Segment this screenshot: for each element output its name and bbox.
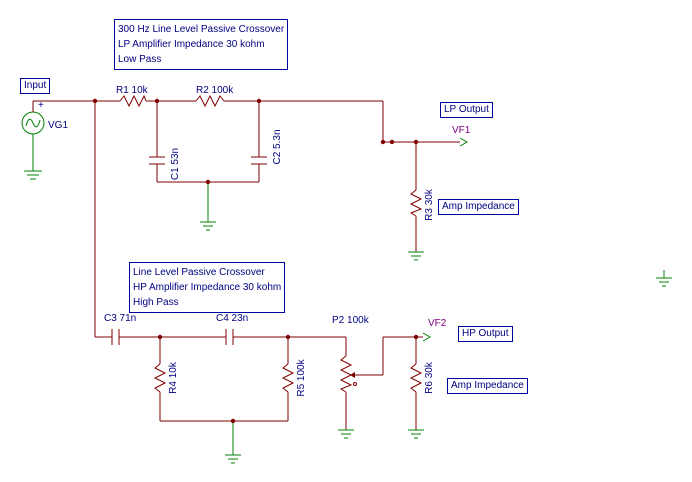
lowpass-note-line: Low Pass (118, 54, 162, 65)
r1-label: R1 10k (116, 85, 149, 96)
lp-wires (224, 100, 460, 252)
highpass-note-line: High Pass (133, 297, 179, 308)
vf1-label: VF1 (452, 125, 471, 136)
highpass-note-line: Line Level Passive Crossover (133, 267, 265, 278)
r3-ground (408, 251, 424, 261)
r4-label: R4 10k (168, 361, 179, 394)
c2-label: C2 5.3n (272, 129, 283, 164)
lowpass-note[interactable]: 300 Hz Line Level Passive Crossover LP A… (114, 19, 289, 70)
r2-label: R2 100k (196, 85, 234, 96)
r6-label: R6 30k (424, 361, 435, 394)
hp-wires (159, 336, 423, 455)
lowpass-note-line: 300 Hz Line Level Passive Crossover (118, 24, 285, 35)
input-tag[interactable]: Input (20, 78, 51, 94)
lp-ground-wires (157, 181, 259, 231)
capacitor-c3[interactable] (111, 329, 120, 345)
resistor-r6[interactable] (409, 363, 423, 393)
vg1-label: VG1 (48, 120, 68, 131)
capacitor-c4[interactable] (225, 329, 234, 345)
amp-impedance-lp-tag[interactable]: Amp Impedance (438, 199, 519, 215)
lowpass-note-line: LP Amplifier Impedance 30 kohm (118, 39, 265, 50)
resistor-r1[interactable] (119, 94, 147, 108)
voltage-source-vg1[interactable]: + (21, 100, 45, 180)
p2-label: P2 100k (332, 315, 370, 326)
junction-dots (92, 98, 419, 424)
resistor-r2[interactable] (195, 94, 225, 108)
voltmeter-vf1[interactable] (459, 137, 469, 147)
c3-label: C3 71n (104, 313, 136, 324)
resistor-r3[interactable] (409, 189, 423, 217)
capacitor-c2[interactable] (251, 101, 267, 182)
input-wires (33, 100, 120, 338)
svg-text:+: + (38, 100, 44, 111)
amp-impedance-hp-tag[interactable]: Amp Impedance (447, 378, 528, 394)
resistor-r4[interactable] (153, 363, 167, 393)
r3-label: R3 30k (424, 188, 435, 221)
highpass-note-line: HP Amplifier Impedance 30 kohm (133, 282, 282, 293)
resistor-r5[interactable] (281, 363, 295, 393)
vf2-label: VF2 (428, 318, 447, 329)
voltmeter-vf2[interactable] (422, 332, 432, 342)
r5-label: R5 100k (296, 358, 307, 396)
c4-label: C4 23n (216, 313, 248, 324)
lp-output-tag[interactable]: LP Output (440, 102, 493, 118)
hp-grounds (225, 429, 424, 464)
potentiometer-p2[interactable] (339, 355, 358, 393)
c1-label: C1 53n (170, 148, 181, 180)
ground-symbol (656, 270, 672, 287)
hp-output-tag[interactable]: HP Output (458, 326, 513, 342)
highpass-note[interactable]: Line Level Passive Crossover HP Amplifie… (129, 262, 286, 313)
capacitor-c1[interactable] (149, 101, 165, 182)
